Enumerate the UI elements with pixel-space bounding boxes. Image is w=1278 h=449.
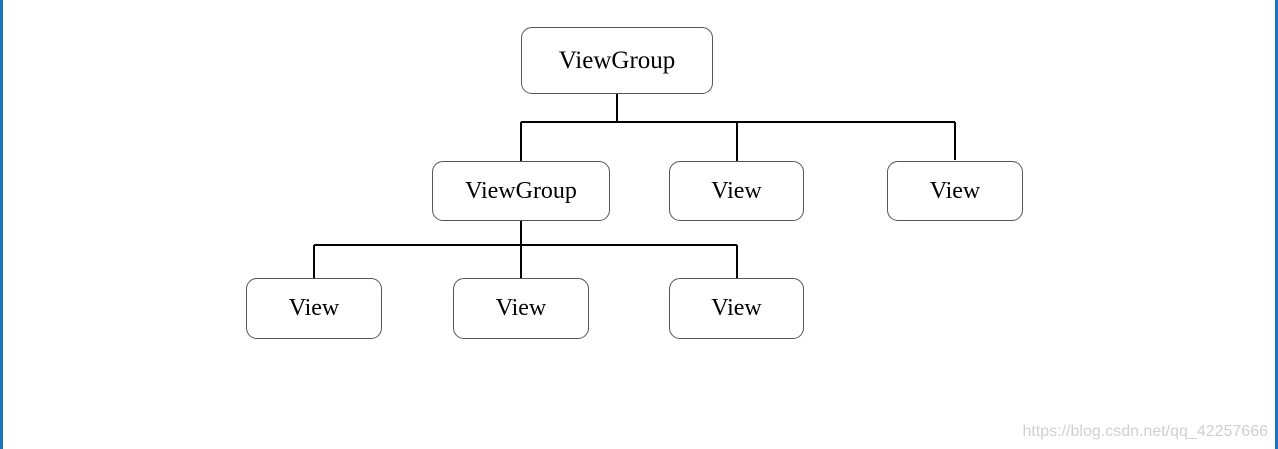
node-leaf-view-1: View — [246, 278, 382, 339]
node-leaf-view-2: View — [453, 278, 589, 339]
node-child-view-2: View — [887, 161, 1023, 221]
node-child-view-1: View — [669, 161, 804, 221]
watermark-text: https://blog.csdn.net/qq_42257666 — [1022, 423, 1268, 440]
node-root-viewgroup: ViewGroup — [521, 27, 713, 94]
node-child-viewgroup: ViewGroup — [432, 161, 610, 221]
node-leaf-view-3: View — [669, 278, 804, 339]
